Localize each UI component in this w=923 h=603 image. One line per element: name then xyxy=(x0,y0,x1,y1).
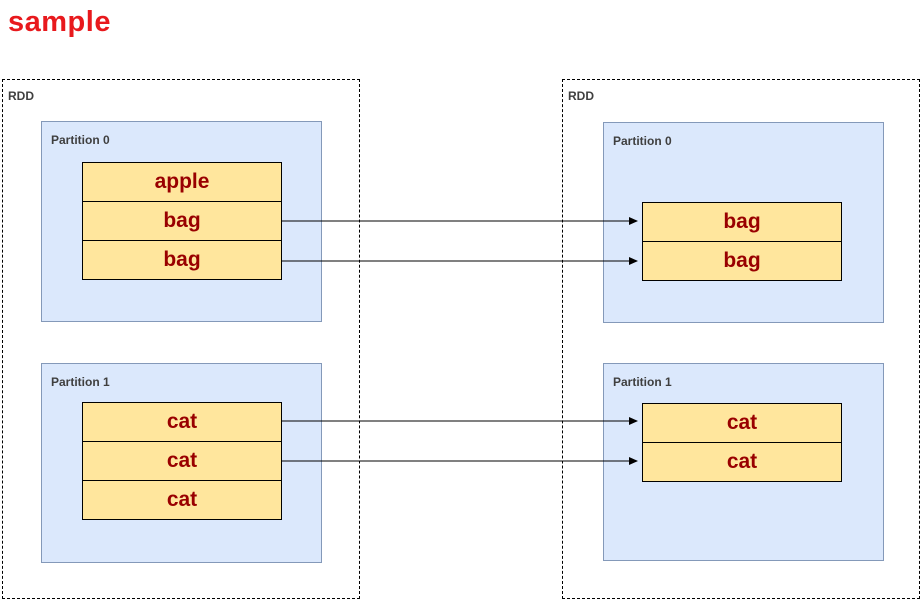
item-cell: bag xyxy=(642,241,842,281)
item-stack: bag bag xyxy=(642,202,842,281)
item-cell: bag xyxy=(82,240,282,280)
partition-box-source-1: Partition 1 cat cat cat xyxy=(41,363,322,563)
item-cell: cat xyxy=(642,403,842,443)
item-cell: cat xyxy=(82,402,282,442)
item-stack: cat cat cat xyxy=(82,402,282,520)
rdd-label: RDD xyxy=(8,89,34,103)
rdd-box-result: RDD Partition 0 bag bag Partition 1 cat … xyxy=(562,79,920,599)
partition-label: Partition 0 xyxy=(613,134,672,148)
partition-label: Partition 0 xyxy=(51,133,110,147)
item-cell: apple xyxy=(82,162,282,202)
partition-box-result-0: Partition 0 bag bag xyxy=(603,122,884,323)
item-cell: bag xyxy=(82,201,282,241)
item-cell: cat xyxy=(82,480,282,520)
item-cell: cat xyxy=(82,441,282,481)
partition-box-result-1: Partition 1 cat cat xyxy=(603,363,884,561)
partition-box-source-0: Partition 0 apple bag bag xyxy=(41,121,322,322)
item-stack: apple bag bag xyxy=(82,162,282,280)
item-cell: cat xyxy=(642,442,842,482)
rdd-box-source: RDD Partition 0 apple bag bag Partition … xyxy=(2,79,360,599)
page-title: sample xyxy=(8,6,111,38)
item-stack: cat cat xyxy=(642,403,842,482)
item-cell: bag xyxy=(642,202,842,242)
partition-label: Partition 1 xyxy=(613,375,672,389)
rdd-label: RDD xyxy=(568,89,594,103)
partition-label: Partition 1 xyxy=(51,375,110,389)
